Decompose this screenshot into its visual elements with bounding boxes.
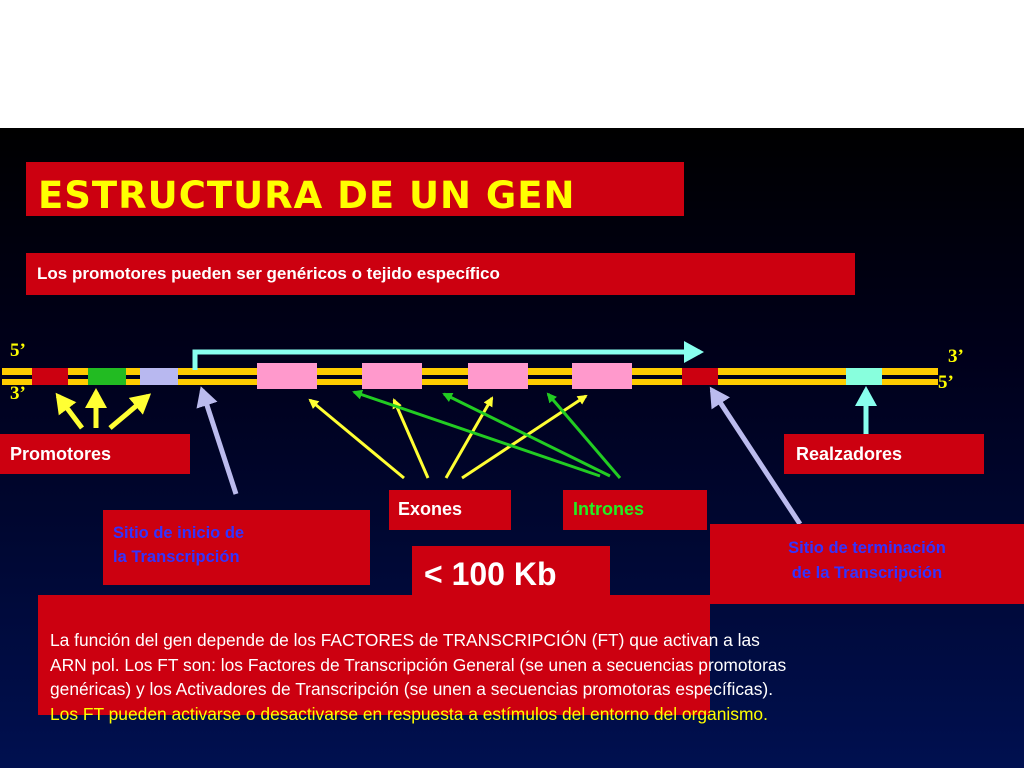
body-line-2: ARN pol. Los FT son: los Factores de Tra… (50, 654, 787, 675)
promoter-red (32, 368, 68, 385)
intrones-label: Intrones (573, 499, 645, 519)
body-box (38, 595, 710, 715)
intrones-box (563, 490, 707, 530)
strand-end-top-left: 5’ (10, 340, 26, 361)
sitio-terminacion-line2: de la Transcripción (791, 564, 943, 582)
sitio-inicio-label: Sitio de inicio de la Transcripción (113, 521, 244, 569)
body-line-1: La función del gen depende de los FACTOR… (50, 630, 760, 650)
exon-arrow-1 (308, 398, 405, 480)
transcription-arrow (192, 341, 704, 370)
promotores-label: Promotores (10, 444, 112, 464)
start-site-arrow (196, 386, 239, 495)
exon-arrow-3 (444, 396, 494, 479)
strand-end-bottom-right: 5’ (938, 372, 954, 393)
sitio-terminacion-box (710, 524, 1024, 604)
termination-site-arrow (709, 386, 803, 526)
sitio-terminacion-label: Sitio de terminación de la Transcripción (710, 536, 1024, 586)
exon-4 (572, 363, 632, 389)
body-text: La función del gen depende de los FACTOR… (50, 628, 1020, 726)
body-line-4: Los FT pueden activarse o desactivarse e… (50, 703, 768, 724)
intron-arrow-2 (442, 392, 611, 478)
promoter-arrow-1 (55, 392, 84, 430)
size-box (412, 546, 610, 600)
exon-arrow-4 (461, 394, 588, 480)
title-box (26, 162, 684, 216)
realzadores-label: Realzadores (796, 444, 903, 464)
body-line-3: genéricas) y los Activadores de Transcri… (50, 679, 774, 699)
slide-title: ESTRUCTURA DE UN GEN (38, 174, 576, 217)
sitio-inicio-line2: la Transcripción (113, 548, 240, 566)
promotores-box (0, 434, 190, 474)
enhancer-mark (846, 368, 882, 385)
slide-background: ESTRUCTURA DE UN GEN Los promotores pued… (0, 128, 1024, 768)
strand-end-bottom-left: 3’ (10, 383, 26, 404)
termination-site-mark (682, 368, 718, 385)
size-label: < 100 Kb (424, 556, 557, 592)
slide-subtitle: Los promotores pueden ser genéricos o te… (37, 264, 500, 283)
sitio-inicio-line1: Sitio de inicio de (113, 524, 245, 542)
exones-label: Exones (398, 499, 463, 519)
exon-3 (468, 363, 528, 389)
gene-diagram (2, 341, 938, 526)
promoter-arrow-3 (108, 393, 152, 430)
subtitle-box (26, 253, 855, 295)
strand-end-top-right: 3’ (948, 346, 964, 367)
sitio-terminacion-line1: Sitio de terminación (788, 539, 946, 557)
promoter-green (88, 368, 126, 385)
exon-1 (257, 363, 317, 389)
intron-arrow-3 (546, 392, 622, 479)
exon-2 (362, 363, 422, 389)
realzadores-box (784, 434, 984, 474)
exon-arrow-2 (392, 398, 430, 479)
promoter-lavender (140, 368, 178, 385)
intron-arrow-1 (352, 389, 601, 478)
sitio-inicio-box (103, 510, 370, 585)
exones-box (389, 490, 511, 530)
